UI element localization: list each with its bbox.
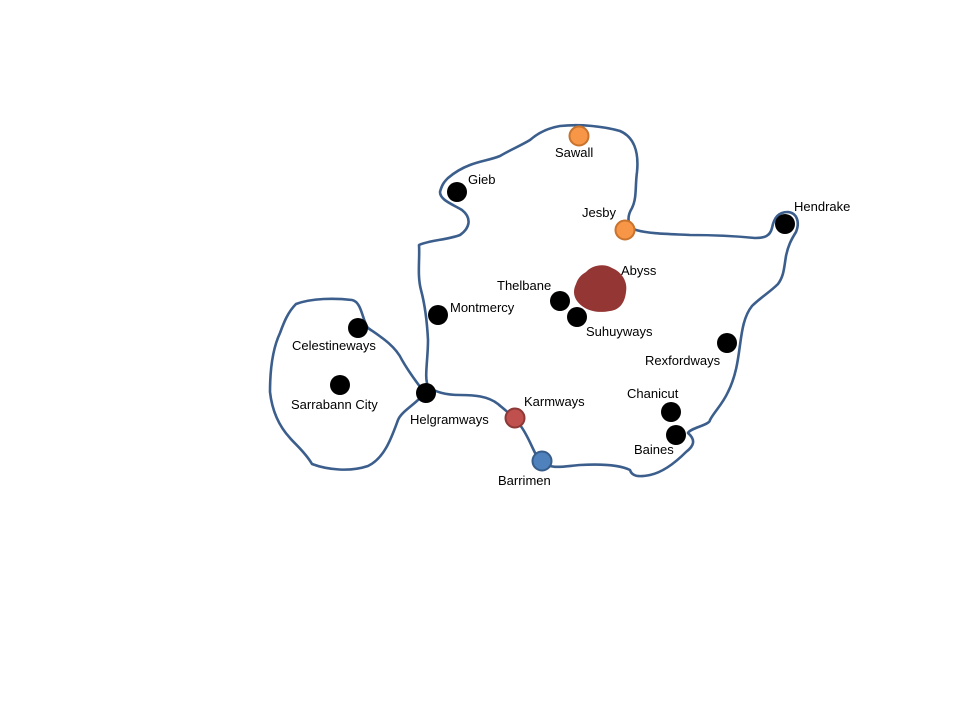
- sawall-marker[interactable]: [568, 125, 590, 147]
- jesby-marker[interactable]: [614, 219, 636, 241]
- sarrabann-city-label: Sarrabann City: [291, 397, 378, 412]
- helgramways-marker[interactable]: [416, 383, 436, 403]
- gieb-label: Gieb: [468, 172, 495, 187]
- karmways-marker[interactable]: [504, 407, 526, 429]
- suhuyways-label: Suhuyways: [586, 324, 653, 339]
- baines-marker[interactable]: [666, 425, 686, 445]
- abyss-label: Abyss: [621, 263, 657, 278]
- celestineways-marker[interactable]: [348, 318, 368, 338]
- montmercy-marker[interactable]: [428, 305, 448, 325]
- main-landmass-coastline: [417, 123, 800, 478]
- baines-label: Baines: [634, 442, 674, 457]
- suhuyways-marker[interactable]: [567, 307, 587, 327]
- sarrabann-city-marker[interactable]: [330, 375, 350, 395]
- chanicut-label: Chanicut: [627, 386, 679, 401]
- thelbane-label: Thelbane: [497, 278, 551, 293]
- hendrake-label: Hendrake: [794, 199, 850, 214]
- thelbane-marker[interactable]: [550, 291, 570, 311]
- barrimen-label: Barrimen: [498, 473, 551, 488]
- hendrake-marker[interactable]: [775, 214, 795, 234]
- jesby-label: Jesby: [582, 205, 616, 220]
- gieb-marker[interactable]: [447, 182, 467, 202]
- karmways-label: Karmways: [524, 394, 585, 409]
- montmercy-label: Montmercy: [450, 300, 515, 315]
- abyss-blob: [574, 265, 627, 312]
- rexfordways-marker[interactable]: [717, 333, 737, 353]
- rexfordways-label: Rexfordways: [645, 353, 721, 368]
- sawall-label: Sawall: [555, 145, 593, 160]
- celestineways-label: Celestineways: [292, 338, 376, 353]
- barrimen-marker[interactable]: [531, 450, 553, 472]
- chanicut-marker[interactable]: [661, 402, 681, 422]
- helgramways-label: Helgramways: [410, 412, 489, 427]
